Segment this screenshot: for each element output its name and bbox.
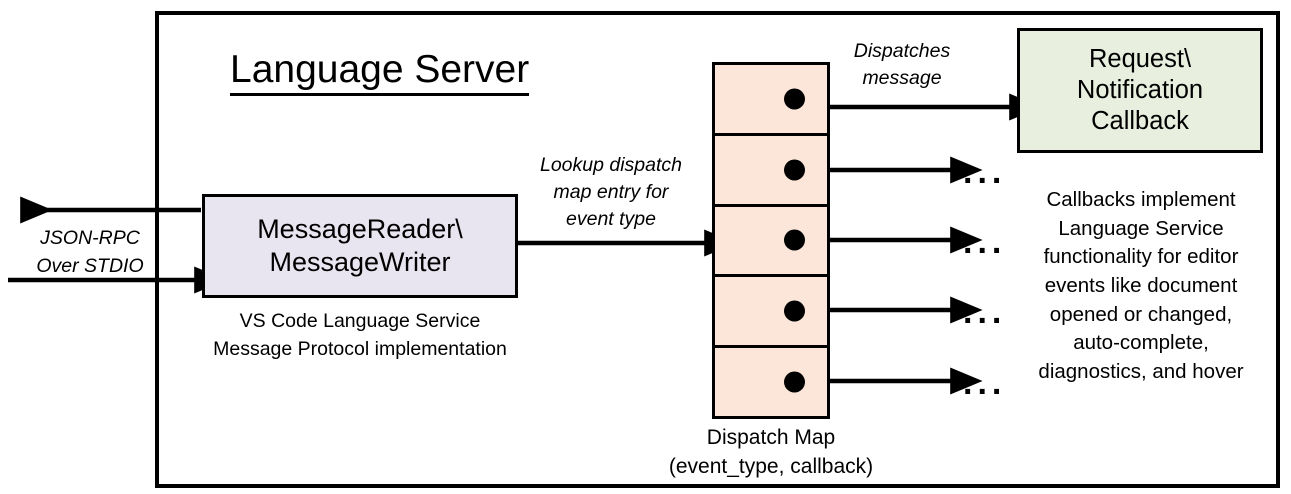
- dispatch-map-row[interactable]: [715, 277, 827, 349]
- callback-caption-line5: opened or changed,: [1049, 302, 1233, 326]
- callback-caption-line2: Language Service: [1058, 216, 1224, 240]
- page-title: Language Server: [230, 49, 530, 96]
- dispatch-map-row[interactable]: [715, 136, 827, 207]
- ellipsis-row-2: ...: [963, 153, 1007, 191]
- json-rpc-label-line1: JSON-RPC: [40, 227, 140, 249]
- entry-dot-icon: [784, 300, 805, 322]
- entry-dot-icon: [784, 88, 805, 110]
- json-rpc-label: JSON-RPC Over STDIO: [10, 225, 170, 280]
- entry-dot-icon: [784, 229, 805, 251]
- ellipsis-row-3: ...: [963, 223, 1007, 261]
- language-server-frame: [155, 11, 1280, 488]
- dispatch-map-caption: Dispatch Map (event_type, callback): [640, 423, 902, 482]
- ellipsis-row-4: ...: [963, 293, 1007, 331]
- entry-dot-icon: [784, 159, 805, 181]
- callback-caption-line6: auto-complete,: [1073, 331, 1209, 355]
- dispatch-map-table[interactable]: [712, 62, 830, 419]
- message-reader-writer-box[interactable]: MessageReader\ MessageWriter: [202, 194, 518, 298]
- message-box-caption: VS Code Language Service Message Protoco…: [192, 308, 528, 363]
- callback-caption-line4: events like document: [1044, 274, 1238, 298]
- message-box-caption-line2: Message Protocol implementation: [213, 337, 507, 360]
- dispatch-map-caption-line1: Dispatch Map: [706, 426, 836, 449]
- callback-box-line1: Request\: [1088, 44, 1192, 73]
- dispatch-arrow-label-line1: Dispatches: [853, 40, 951, 62]
- lookup-arrow-label: Lookup dispatch map entry for event type: [516, 152, 706, 233]
- callback-caption-line1: Callbacks implement: [1046, 188, 1236, 211]
- dispatch-arrow-label-line2: message: [862, 66, 942, 89]
- callback-caption-line3: functionality for editor: [1043, 245, 1239, 269]
- callback-box-caption: Callbacks implement Language Service fun…: [1010, 186, 1272, 387]
- dispatch-map-caption-line2: (event_type, callback): [668, 455, 874, 479]
- lookup-arrow-label-line2: map entry for: [553, 180, 669, 203]
- callback-box-line3: Callback: [1091, 107, 1189, 136]
- message-box-caption-line1: VS Code Language Service: [239, 310, 481, 332]
- callback-caption-line7: diagnostics, and hover: [1038, 360, 1244, 384]
- message-box-line2: MessageWriter: [269, 247, 451, 277]
- dispatch-map-row[interactable]: [715, 207, 827, 278]
- ellipsis-row-5: ...: [963, 364, 1007, 402]
- lookup-arrow-label-line3: event type: [566, 207, 656, 230]
- dispatch-map-row[interactable]: [715, 65, 827, 136]
- dispatch-arrow-label: Dispatches message: [832, 38, 972, 92]
- request-notification-callback-box[interactable]: Request\ Notification Callback: [1017, 28, 1263, 153]
- entry-dot-icon: [784, 371, 805, 393]
- callback-box-line2: Notification: [1076, 75, 1204, 104]
- json-rpc-label-line2: Over STDIO: [36, 254, 144, 277]
- message-box-line1: MessageReader\: [257, 214, 463, 245]
- dispatch-map-row[interactable]: [715, 348, 827, 416]
- lookup-arrow-label-line1: Lookup dispatch: [539, 154, 683, 176]
